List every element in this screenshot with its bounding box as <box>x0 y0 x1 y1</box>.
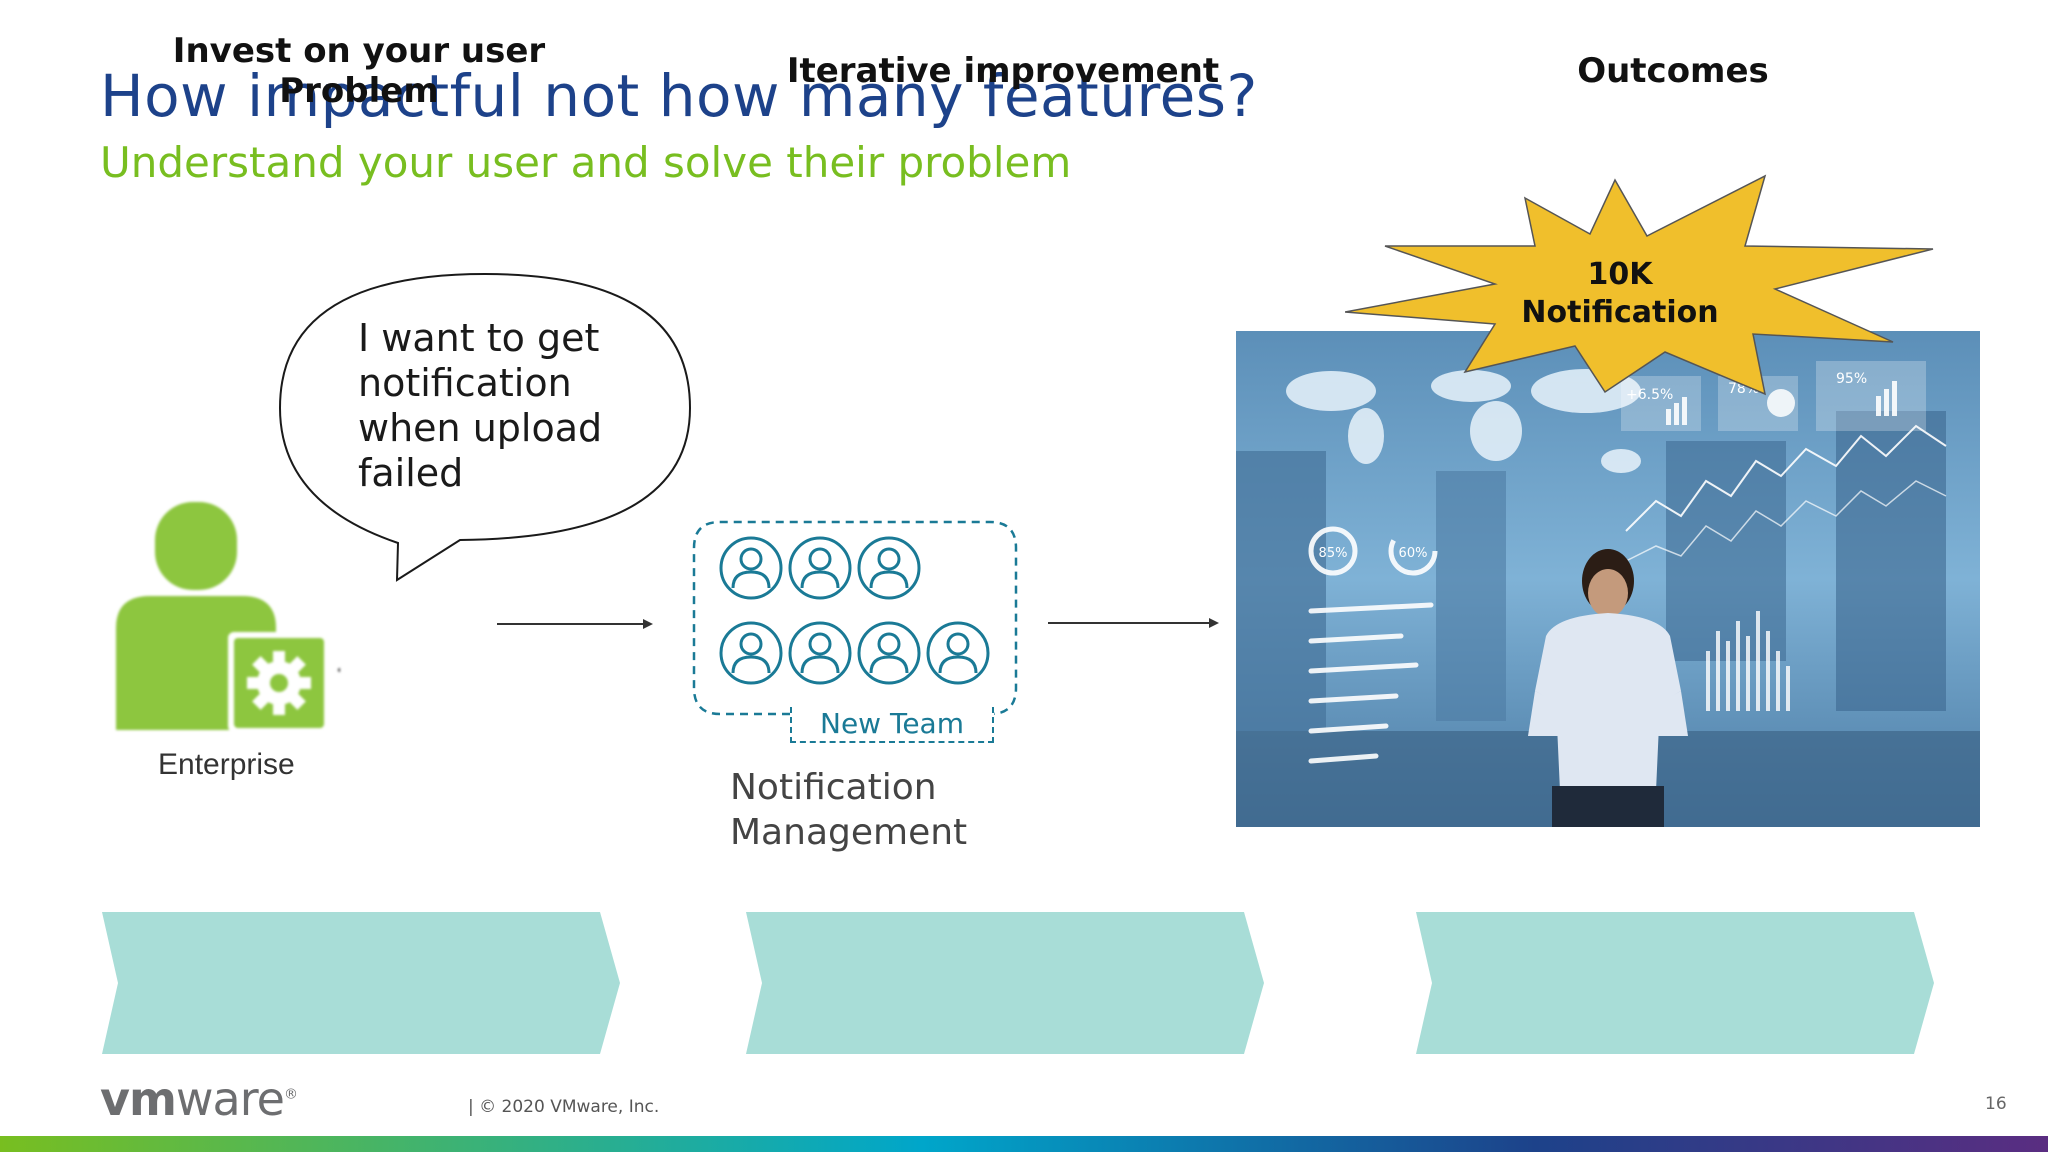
user-gear-icon <box>116 502 340 732</box>
speech-bubble <box>278 272 692 582</box>
new-team-badge: New Team <box>790 707 994 743</box>
starburst-callout <box>1345 174 1934 396</box>
logo-part: vm <box>100 1072 177 1126</box>
banner-label-line: Outcomes <box>1577 51 1769 91</box>
slide-title: How impactful not how many features? <box>100 62 1258 130</box>
photo-label: 85% <box>1319 546 1348 561</box>
photo-label: 95% <box>1836 371 1867 387</box>
photo-label: +6.5% <box>1626 387 1673 403</box>
photo-label: 60% <box>1399 546 1428 561</box>
banner-label-line: Invest on your user <box>172 31 546 71</box>
banner-iterative-improvement: Iterative improvement <box>762 0 1244 142</box>
analytics-photo: 85% 60% +6.5% 78% 95% <box>1236 331 1980 827</box>
bubble-line: notification <box>358 361 572 405</box>
banner-invest-on-user-problem: Invest on your user Problem <box>118 0 600 142</box>
bubble-line: failed <box>358 451 464 495</box>
copyright-text: | © 2020 VMware, Inc. <box>468 1097 660 1117</box>
banner-shape <box>1416 912 1934 1054</box>
enterprise-label: Enterprise <box>158 748 295 781</box>
vmware-logo: vmware® <box>100 1072 298 1126</box>
banner-outcomes: Outcomes <box>1432 0 1914 142</box>
arrow-right-icon <box>497 619 653 629</box>
caption-line: Notification <box>730 767 937 808</box>
notification-management-caption: Notification Management <box>730 765 1050 855</box>
banner-shape <box>746 912 1264 1054</box>
bubble-line: I want to get <box>358 316 600 360</box>
page-number: 16 <box>1985 1094 2007 1114</box>
team-group-box <box>692 520 1018 716</box>
banner-shape <box>102 912 620 1054</box>
banner-label-line: Problem <box>279 71 439 111</box>
banner-label-line: Iterative improvement <box>786 51 1220 91</box>
slide-subtitle: Understand your user and solve their pro… <box>100 138 1072 187</box>
starburst-text: 10K Notification <box>1495 256 1745 332</box>
arrow-right-icon <box>1048 618 1219 628</box>
caption-line: Management <box>730 812 968 853</box>
speech-bubble-text: I want to get notification when upload f… <box>358 316 658 496</box>
logo-part: ware <box>175 1072 285 1126</box>
burst-line: Notification <box>1521 295 1719 330</box>
burst-line: 10K <box>1587 257 1653 292</box>
bubble-line: when upload <box>358 406 603 450</box>
logo-registered-mark: ® <box>283 1086 298 1103</box>
brand-gradient-bar <box>0 1136 2048 1152</box>
